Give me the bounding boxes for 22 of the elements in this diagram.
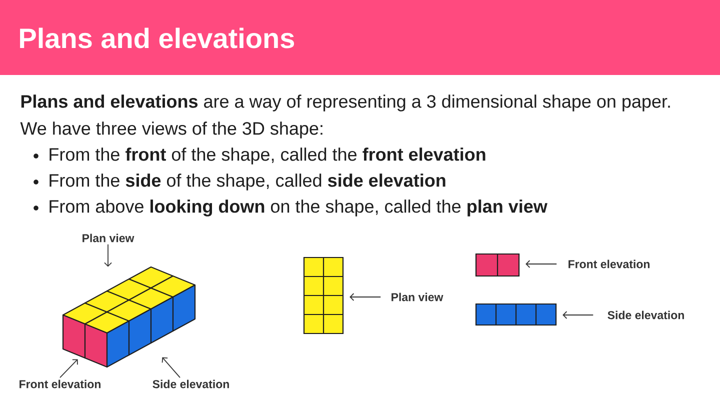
view-label: Front elevation [568,260,650,268]
arrow [104,244,112,267]
view-label: Plan view [82,234,134,242]
paragraph-text: We have three views of the 3D shape: [20,122,322,138]
bullet-item-text: From the side of the shape, called side elevation [50,174,446,190]
square-row [475,303,557,326]
square-row [475,253,520,277]
arrow [350,293,382,301]
arrow [60,359,78,378]
view-label: Side elevation [152,380,229,388]
arrow [162,357,180,378]
cuboid-drawing [62,266,196,368]
arrow [562,311,594,319]
paragraph-text: Plans and elevations are a way of representing a 3 dimensional shape on paper. [21,94,670,112]
title-banner: Plans and elevations [0,0,720,75]
bullet-item-text: From the front of the shape, called the front elevation [50,148,486,164]
arrow [526,260,558,268]
view-label: Front elevation [20,380,100,388]
view-label: Side elevation [608,310,684,320]
bullet-item-text: From above looking down on the shape, called the plan view [50,200,548,216]
square-grid [303,256,344,334]
view-label: Plan view [392,292,444,302]
